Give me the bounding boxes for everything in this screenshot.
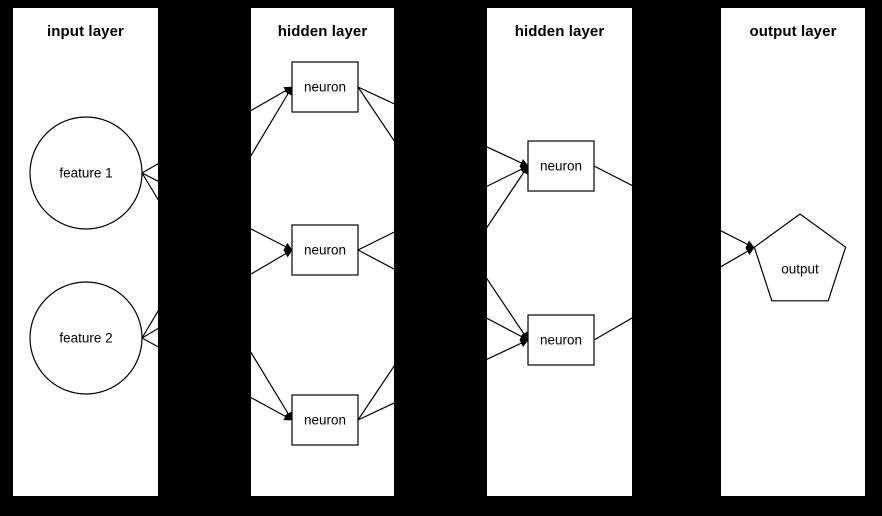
panel-hidden-layer-1: hidden layer [251, 8, 394, 496]
panel-output-layer: output layer [721, 8, 865, 496]
input-layer-title: input layer [47, 23, 124, 40]
hidden-layer-2-title: hidden layer [514, 23, 605, 40]
output-layer-title: output layer [749, 23, 837, 40]
panel-input-layer: input layer [13, 8, 158, 496]
hidden-layer-1-title: hidden layer [277, 23, 368, 40]
panel-hidden-layer-2: hidden layer [487, 8, 632, 496]
